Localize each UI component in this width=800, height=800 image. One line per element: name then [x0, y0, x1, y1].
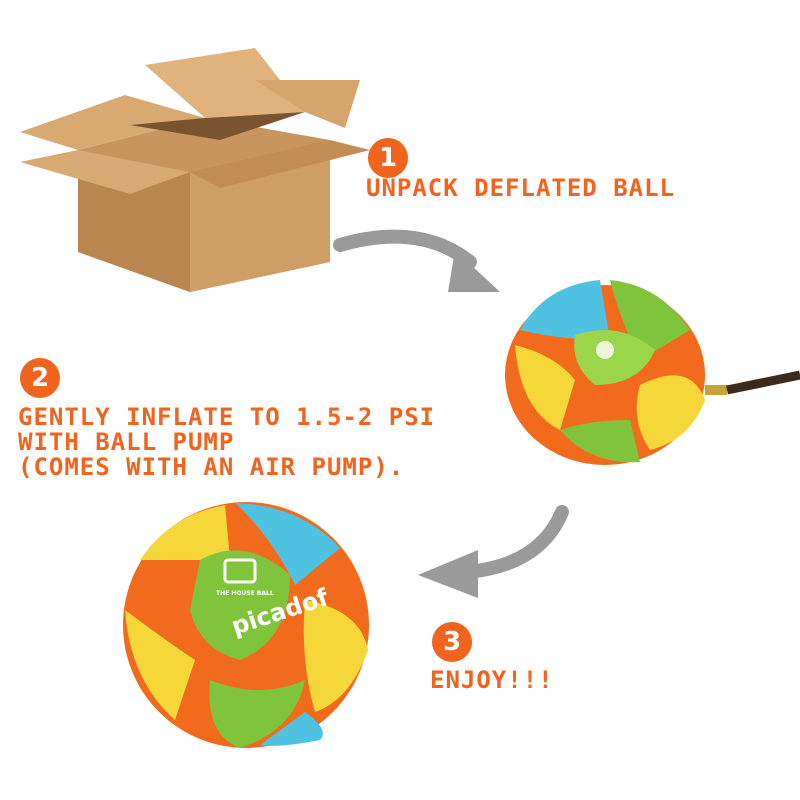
deflated-ball-icon: [505, 280, 800, 465]
step-2-line-2: WITH BALL PUMP: [18, 428, 235, 457]
step-3-badge: 3: [432, 622, 472, 662]
step-2-badge: 2: [20, 358, 60, 398]
step-1-number: 1: [378, 143, 398, 173]
inflated-ball-icon: [123, 502, 369, 748]
cardboard-box-icon: [20, 48, 370, 292]
arrow-curved-icon: [333, 229, 500, 292]
step-1-badge: 1: [368, 138, 408, 178]
step-2-text: GENTLY INFLATE TO 1.5-2 PSI WITH BALL PU…: [18, 403, 436, 482]
step-2-line-1: GENTLY INFLATE TO 1.5-2 PSI: [18, 403, 436, 431]
ball-logo-caption: THE HOUSE BALL: [216, 590, 274, 597]
step-1-text: UNPACK DEFLATED BALL: [366, 174, 675, 202]
step-3-text: ENJOY!!!: [430, 666, 554, 694]
step-3-number: 3: [442, 627, 462, 657]
step-2-line-3: (COMES WITH AN AIR PUMP).: [18, 453, 405, 482]
arrow-curved-icon: [418, 505, 569, 598]
step-2-number: 2: [30, 363, 50, 393]
